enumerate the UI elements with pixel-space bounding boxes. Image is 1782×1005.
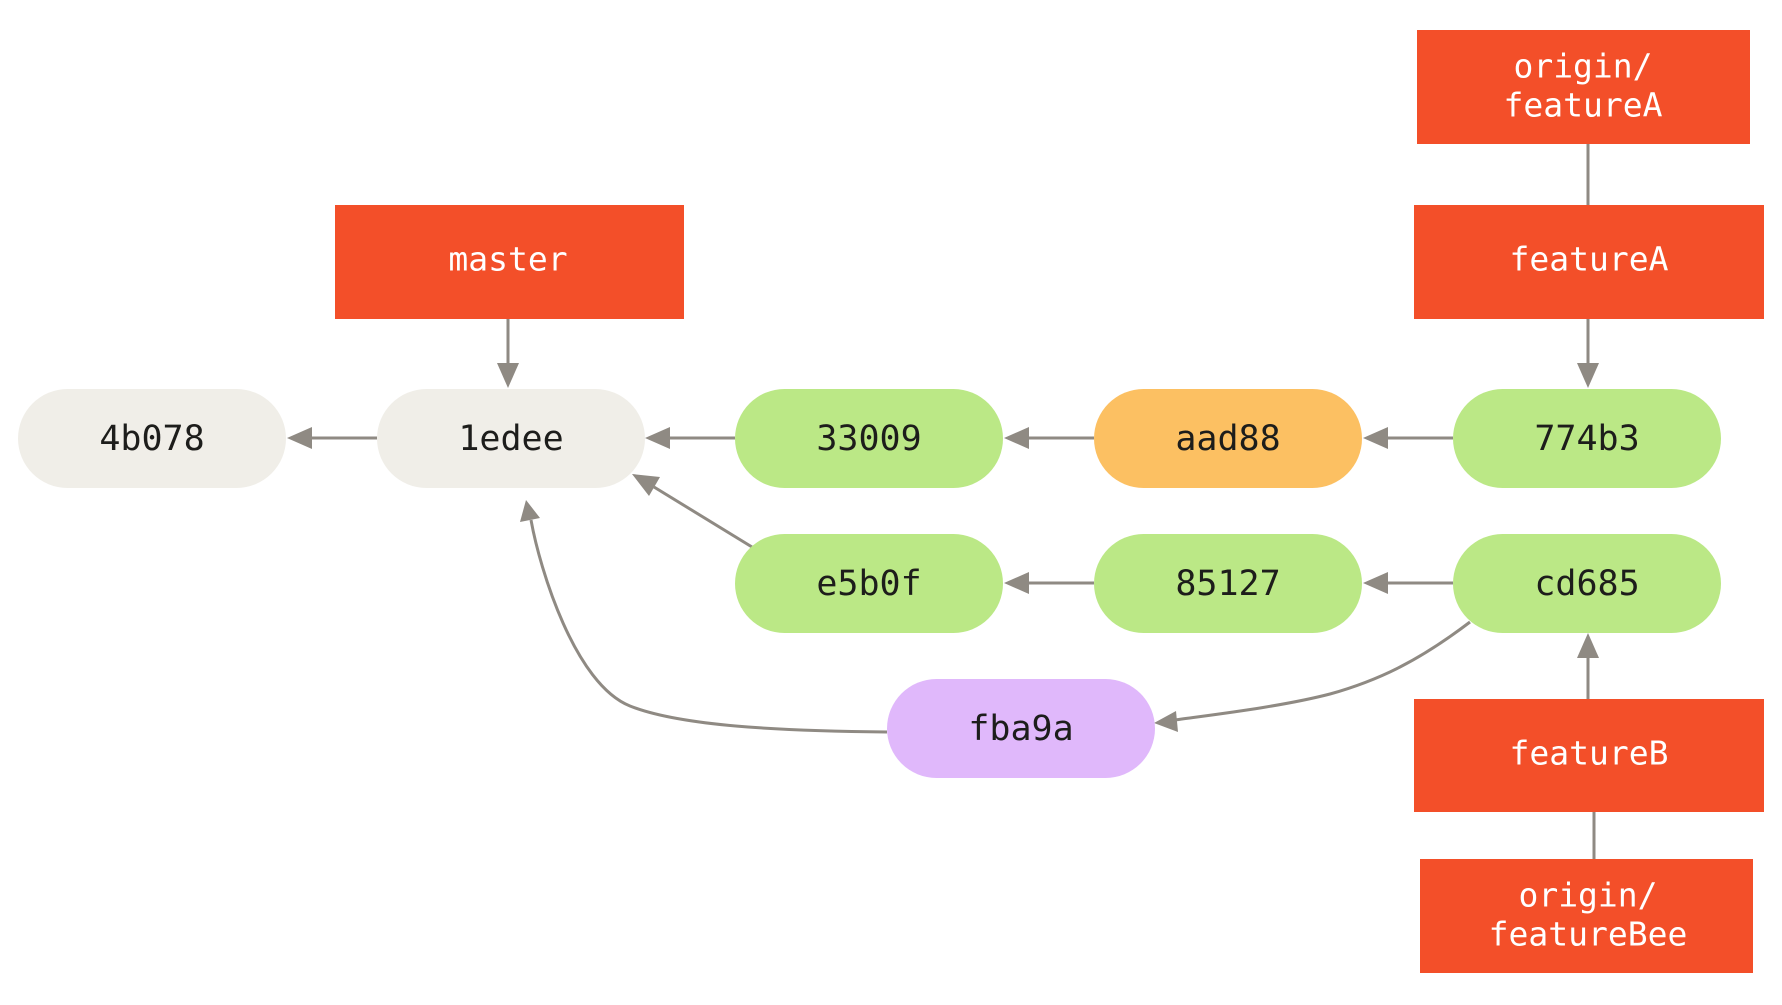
branch-label-line-1: origin/ [1518,876,1657,915]
arrowhead [1004,427,1029,449]
commits: 4b078 1edee 33009 aad88 774b3 e5b0f 8512… [18,389,1721,778]
branch-label-line-2: featureBee [1489,915,1688,954]
commit-label: aad88 [1175,419,1280,459]
commit-1edee: 1edee [377,389,645,488]
branch-box [335,205,684,319]
branch-label-line-2: featureA [1504,86,1663,125]
commit-label: fba9a [968,709,1073,749]
branch-label: master [448,240,567,279]
commit-node [18,389,286,488]
arrowhead [632,474,660,496]
arrowhead [520,500,540,522]
commit-node [735,389,1003,488]
arrowhead [497,363,519,388]
commit-node [1094,534,1362,633]
commit-label: 4b078 [99,419,204,459]
edge-cd685-to-fba9a [1174,620,1471,722]
arrowhead [1577,363,1599,388]
branches: master origin/ featureA featureA feature… [335,30,1764,973]
commit-e5b0f: e5b0f [735,534,1003,633]
branch-featureB: featureB [1414,699,1764,812]
commit-4b078: 4b078 [18,389,286,488]
arrowhead [1577,633,1599,658]
branch-featureA: featureA [1414,205,1764,319]
commit-node [887,679,1155,778]
commit-label: 1edee [458,419,563,459]
commit-label: 33009 [816,419,921,459]
branch-box [1414,205,1764,319]
branch-box [1414,699,1764,812]
arrowhead [1363,427,1388,449]
edge-e5b0f-to-1edee [653,485,753,549]
commit-fba9a: fba9a [887,679,1155,778]
commit-label: 85127 [1175,564,1280,604]
commit-label: e5b0f [816,564,921,604]
branch-master: master [335,205,684,319]
commit-node [1453,534,1721,633]
arrowhead [645,427,670,449]
commit-node [377,389,645,488]
branch-origin-featureBee: origin/ featureBee [1420,859,1753,973]
branch-label: featureB [1510,734,1669,773]
commit-label: cd685 [1534,564,1639,604]
arrowhead [1363,572,1388,594]
commit-aad88: aad88 [1094,389,1362,488]
branch-origin-featureA: origin/ featureA [1417,30,1750,144]
commit-node [735,534,1003,633]
branch-label: featureA [1510,240,1669,279]
commit-85127: 85127 [1094,534,1362,633]
branch-box [1420,859,1753,973]
commit-label: 774b3 [1534,419,1639,459]
commit-node [1094,389,1362,488]
arrowhead [287,427,312,449]
edges [287,144,1599,859]
edge-fba9a-to-1edee [529,519,888,734]
branch-box [1417,30,1750,144]
commit-cd685: cd685 [1453,534,1721,633]
commit-774b3: 774b3 [1453,389,1721,488]
arrowhead [1004,572,1029,594]
commit-33009: 33009 [735,389,1003,488]
branch-label-line-1: origin/ [1513,47,1652,86]
commit-node [1453,389,1721,488]
arrowhead [1154,711,1178,732]
